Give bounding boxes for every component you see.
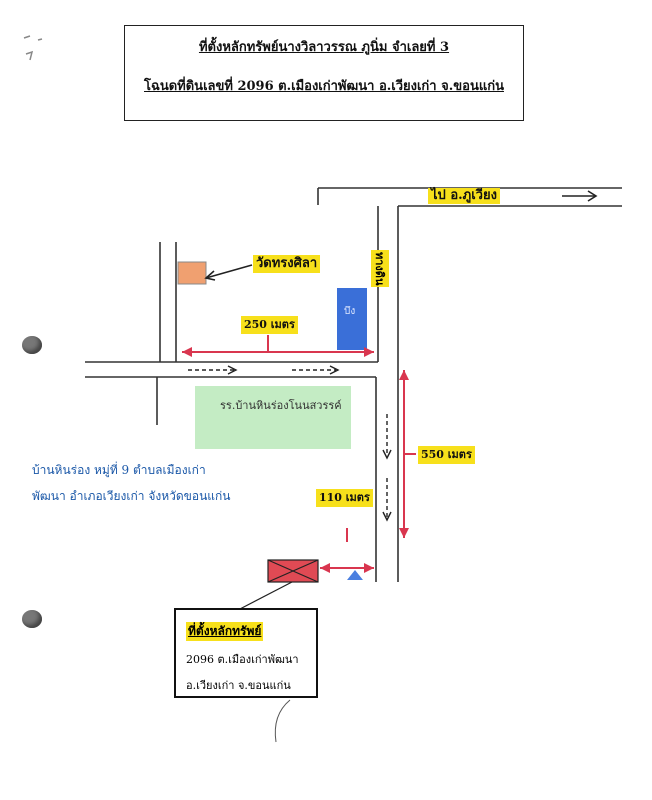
property-address-line-2: อ.เวียงเก่า จ.ขอนแก่น — [186, 679, 291, 692]
dashed-arrow-down-2 — [382, 478, 392, 522]
binder-hole-icon — [22, 336, 42, 354]
property-marker — [267, 559, 319, 583]
temple-marker — [177, 261, 207, 285]
dashed-arrow-down-1 — [382, 414, 392, 460]
arrow-right-icon — [562, 190, 598, 202]
property-address-line-1: 2096 ต.เมืองเก่าพัฒนา — [186, 653, 299, 666]
arrow-to-temple-icon — [204, 264, 253, 281]
road-top-label: ไป อ.ภูเวียง — [428, 188, 500, 204]
pond-label: บึง — [344, 306, 356, 317]
triangle-landmark-icon — [347, 570, 363, 580]
pen-mark — [274, 699, 291, 743]
roads — [85, 187, 622, 582]
village-line-2: พัฒนา อำเภอเวียงเก่า จังหวัดขอนแก่น — [32, 489, 231, 503]
dashed-arrow-1 — [188, 365, 238, 375]
distance-label-250: 250 เมตร — [241, 316, 298, 334]
title-box: ที่ตั้งหลักทรัพย์นางวิลาวรรณ ภูนิ่ม จำเล… — [124, 25, 524, 121]
pond-marker — [337, 288, 367, 350]
distance-label-110: 110 เมตร — [316, 489, 373, 507]
distance-label-550: 550 เมตร — [418, 446, 475, 464]
pointer-to-property — [237, 581, 293, 611]
binder-hole-icon — [22, 610, 42, 628]
distance-arrow-110 — [320, 563, 374, 573]
road-side-label-wrap: ทางดิน — [371, 250, 391, 300]
scan-mark-icon — [23, 35, 43, 61]
distance-arrow-550 — [399, 370, 416, 538]
title-line-1: ที่ตั้งหลักทรัพย์นางวิลาวรรณ ภูนิ่ม จำเล… — [198, 40, 450, 55]
dashed-arrow-2 — [292, 365, 340, 375]
village-line-1: บ้านหินร่อง หมู่ที่ 9 ตำบลเมืองเก่า — [32, 463, 206, 477]
property-info-box: ที่ตั้งหลักทรัพย์ 2096 ต.เมืองเก่าพัฒนา … — [174, 608, 318, 698]
property-title: ที่ตั้งหลักทรัพย์ — [186, 622, 264, 641]
school-area — [195, 386, 351, 449]
title-line-2: โฉนดที่ดินเลขที่ 2096 ต.เมืองเก่าพัฒนา อ… — [144, 79, 504, 94]
road-side-label: ทางดิน — [371, 250, 389, 288]
distance-arrow-250 — [182, 335, 374, 357]
temple-label: วัดทรงศิลา — [253, 255, 321, 273]
school-label: รร.บ้านหินร่องโนนสวรรค์ — [220, 399, 342, 412]
